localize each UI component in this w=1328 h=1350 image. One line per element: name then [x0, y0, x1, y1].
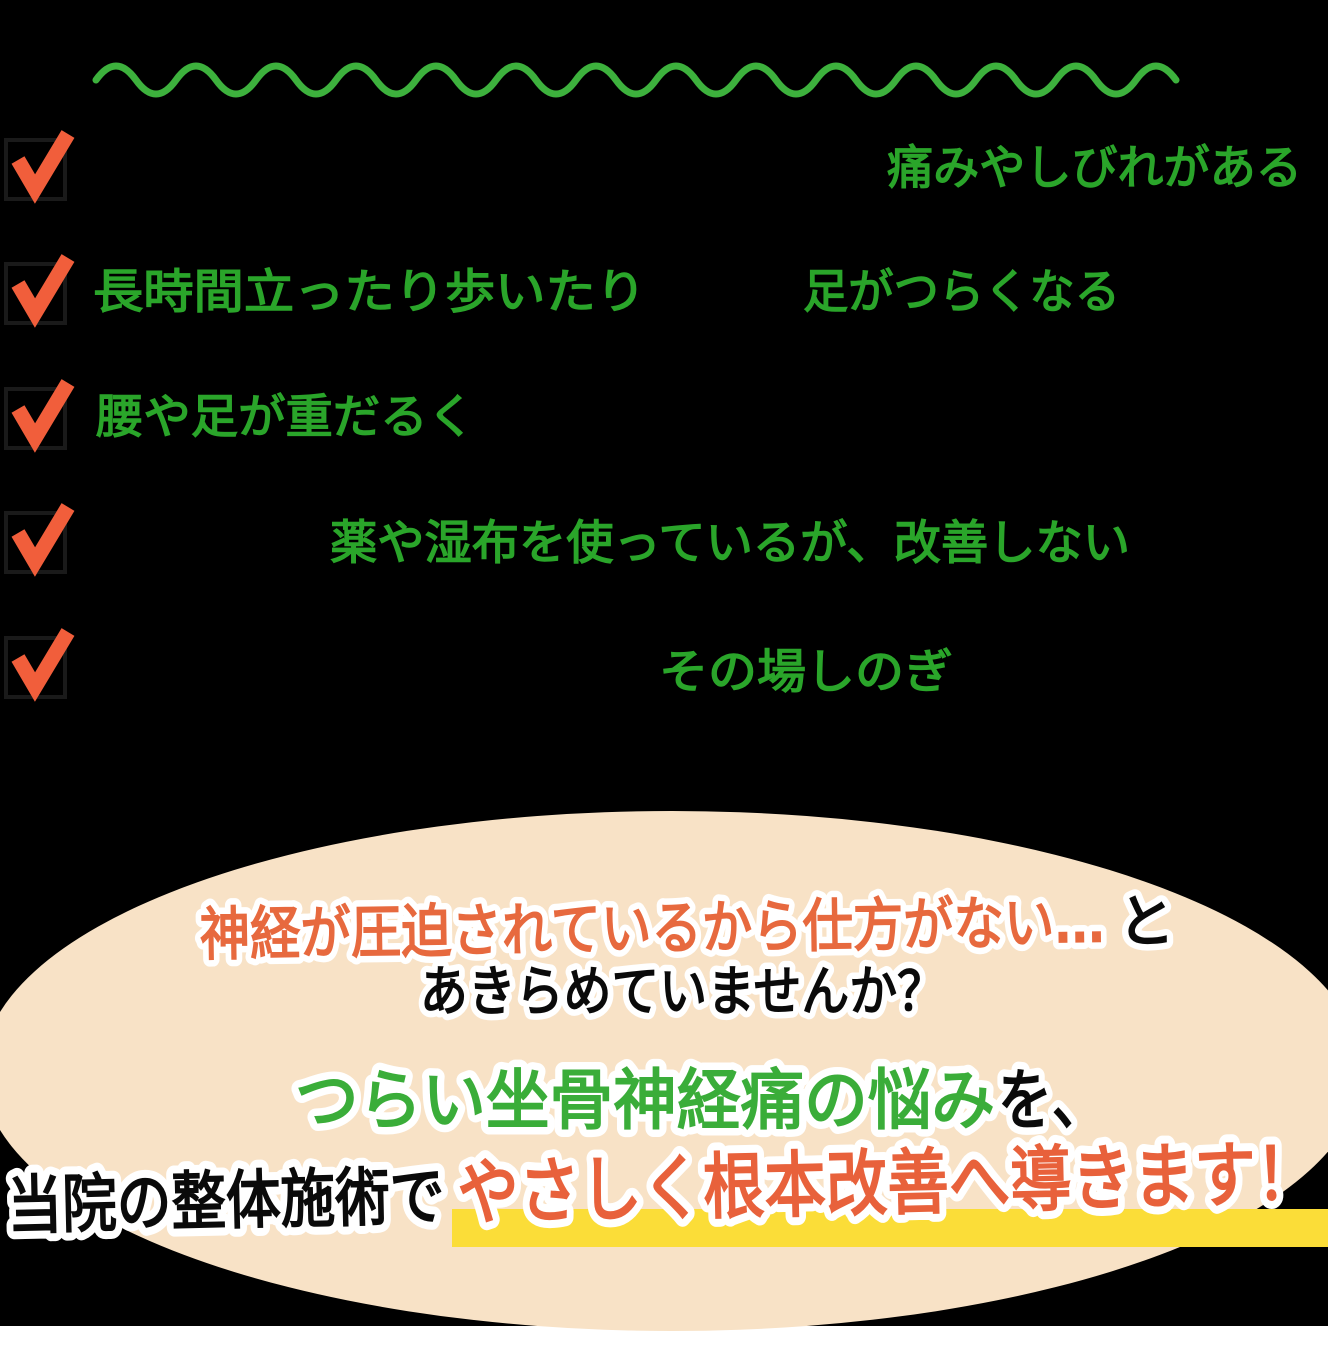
callout-line3-green: つらい坐骨神経痛の悩み — [295, 1062, 995, 1139]
checklist-highlight-text: 腰や足が重だるく — [96, 390, 475, 445]
checklist-item: 長時間立ったり歩いたり 足がつらくなる — [4, 254, 1120, 328]
checklist-highlight-text: 長時間立ったり歩いたり — [93, 265, 646, 320]
checkmark-icon — [11, 503, 75, 577]
checklist-highlight-text: 痛みやしびれがある — [887, 141, 1302, 196]
checklist-item: 腰や足が重だるく — [4, 379, 475, 453]
callout-line1: 神経が圧迫されているから仕方がない… と — [199, 887, 1175, 969]
wavy-divider — [92, 62, 1180, 98]
checklist-highlight-text: 足がつらくなる — [803, 265, 1120, 320]
callout-line1-dark: と — [1117, 887, 1175, 956]
callout-ellipse — [0, 811, 1328, 1331]
callout-line1-orange: 神経が圧迫されているから仕方がない… — [199, 888, 1105, 969]
checklist-item: 痛みやしびれがある — [4, 130, 1302, 204]
checklist-highlight-text: その場しのぎ — [659, 645, 953, 700]
checkmark-icon — [11, 379, 75, 453]
checkmark-icon — [11, 254, 75, 328]
callout-line3: つらい坐骨神経痛の悩み を、 — [295, 1062, 1106, 1139]
checklist-item: 薬や湿布を使っているが、改善しない — [4, 503, 1130, 577]
checkmark-icon — [11, 628, 75, 702]
checklist-highlight-text: 薬や湿布を使っているが、改善しない — [330, 516, 1130, 571]
yellow-highlight-bar — [452, 1209, 1328, 1247]
callout-line2: あきらめていませんか？ — [420, 960, 945, 1023]
callout-line4-dark: 当院の整体施術で — [7, 1160, 446, 1244]
checklist-item: その場しのぎ — [4, 628, 953, 702]
callout-line3-dark: を、 — [998, 1062, 1106, 1139]
checkmark-icon — [11, 130, 75, 204]
